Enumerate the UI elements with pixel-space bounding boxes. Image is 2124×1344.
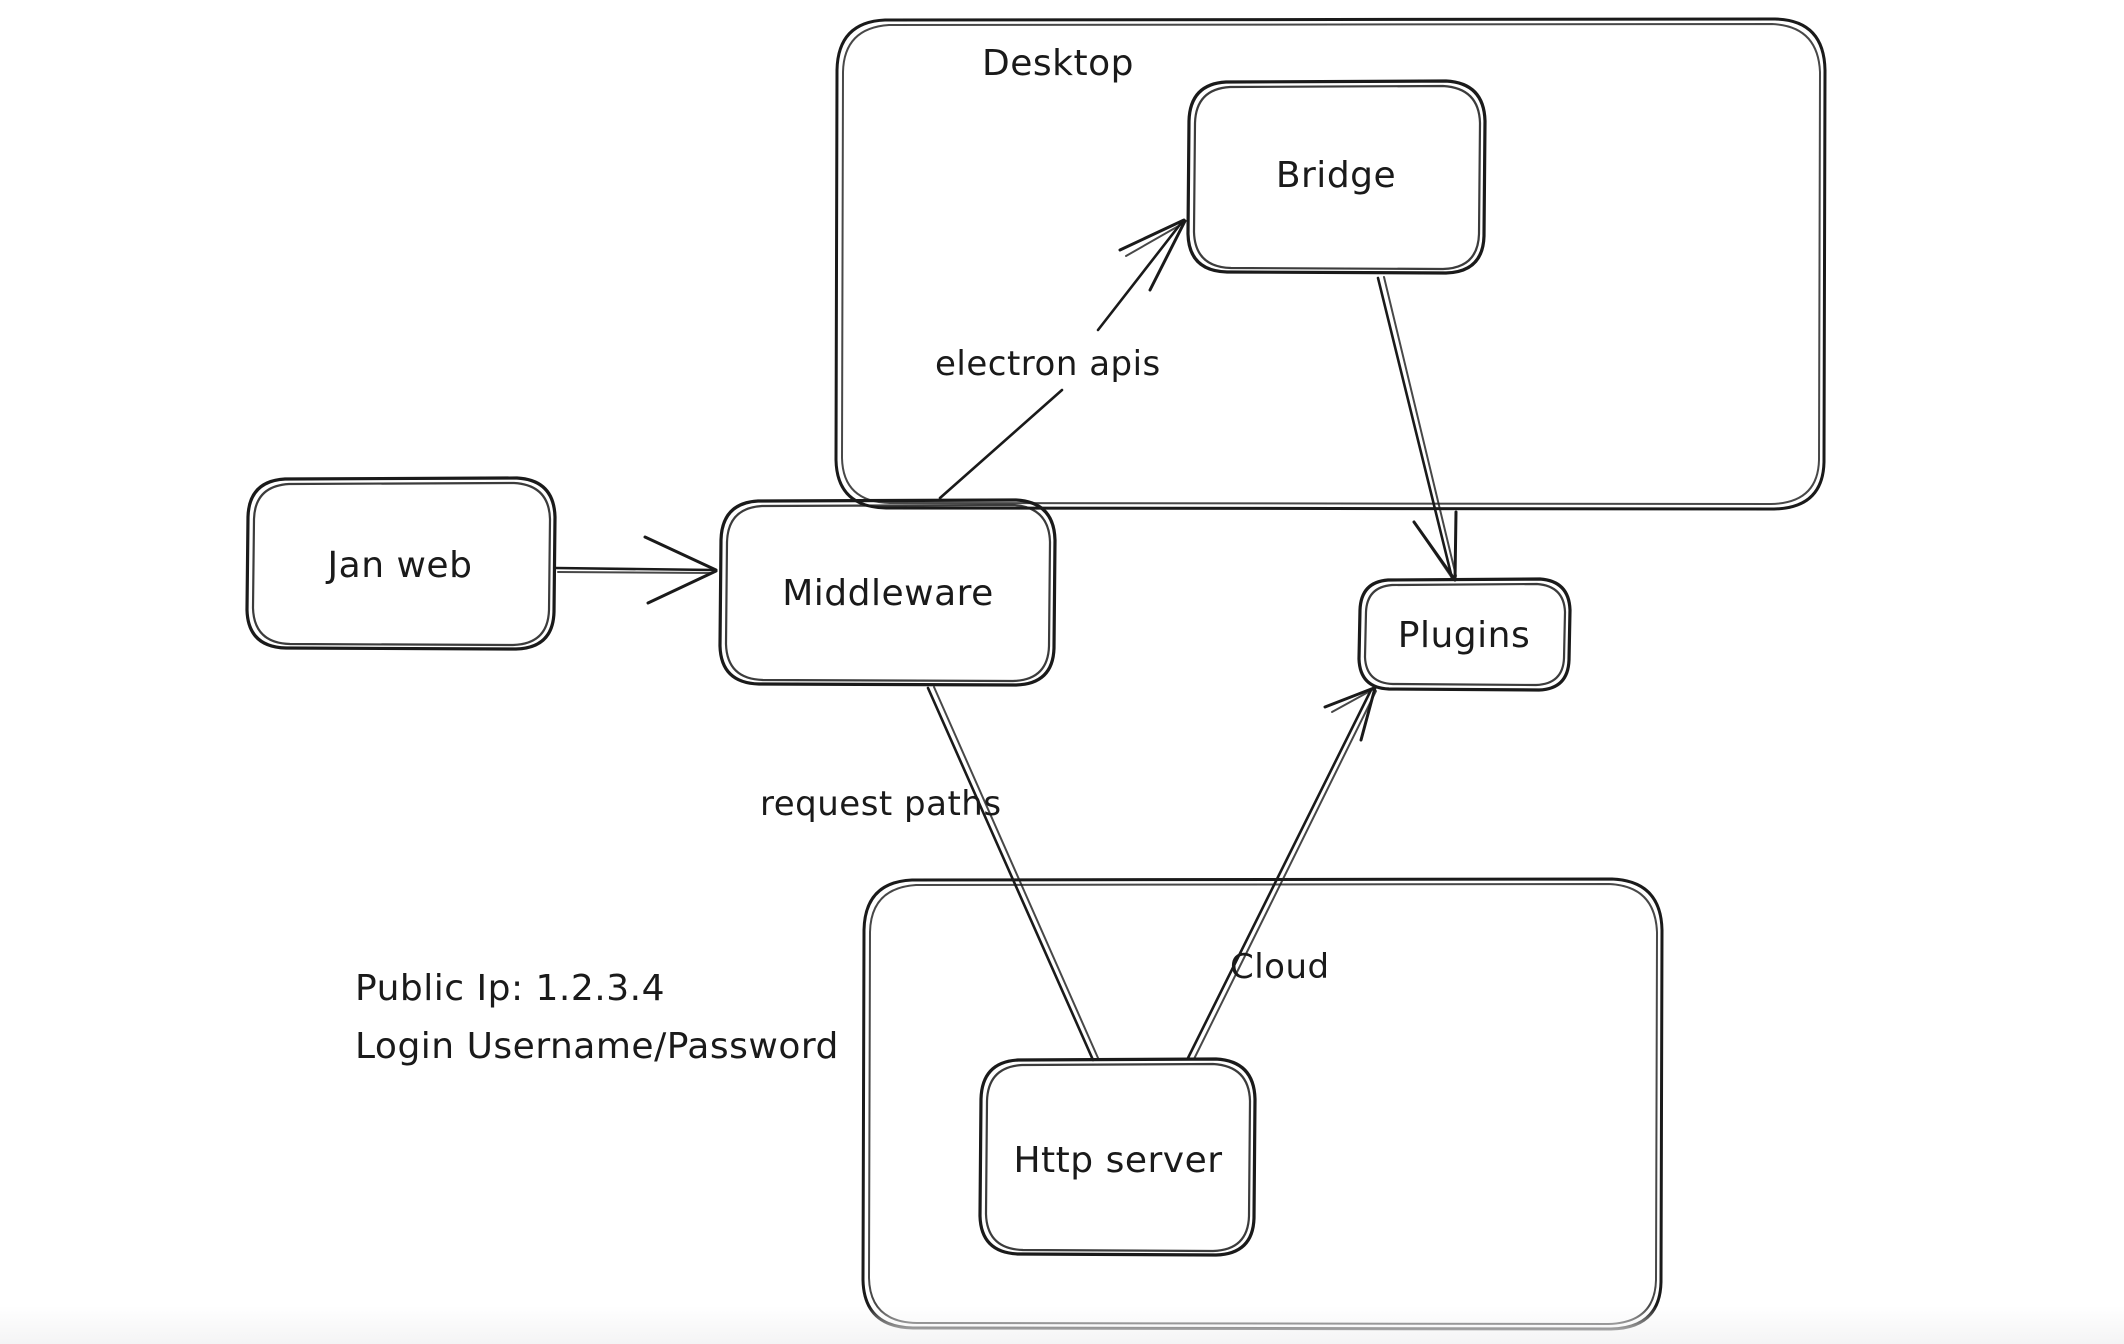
edge-middleware-to-http-server: request paths [760,686,1099,1062]
edge-middleware-to-bridge: electron apis [935,218,1187,500]
node-label-jan-web: Jan web [326,545,473,586]
edge-line-upper [1096,220,1184,332]
node-border [718,498,1057,687]
note-public-ip: Public Ip: 1.2.3.4 [355,968,665,1009]
node-plugins[interactable]: Plugins [1357,577,1572,692]
arrowhead-left [1323,686,1376,709]
node-jan-web[interactable]: Jan web [245,476,557,651]
arrowhead-upper [1118,218,1186,252]
edge-line-sketch [557,571,713,574]
node-label-http-server: Http server [1013,1140,1222,1181]
edge-line [554,566,716,572]
group-desktop[interactable]: Desktop [834,17,1827,511]
edge-http-server-to-plugins: Cloud [1186,686,1377,1060]
arrowhead-lower [646,569,718,605]
arrowhead-right [1359,686,1377,742]
group-label-desktop: Desktop [982,43,1134,84]
node-border-sketch [251,481,552,647]
edge-line [926,686,1095,1062]
node-http-server[interactable]: Http server [978,1057,1257,1257]
desktop-group-border [834,17,1827,511]
edge-label-cloud: Cloud [1230,947,1330,987]
edge-line-sketch [1193,690,1377,1060]
edge-line-sketch [1383,276,1457,577]
arrowhead-left-sketch [1417,527,1453,579]
node-middleware[interactable]: Middleware [718,498,1057,687]
node-border-sketch [1363,582,1567,687]
node-border [245,476,557,651]
edge-jan-web-to-middleware [554,535,718,605]
node-border-sketch [1192,84,1482,271]
edge-line-lower [938,388,1064,500]
edge-line [1186,688,1373,1060]
node-label-plugins: Plugins [1398,615,1530,656]
node-border [1186,79,1487,275]
node-bridge[interactable]: Bridge [1186,79,1487,275]
arrowhead-right [1453,510,1458,582]
edge-bridge-to-plugins [1376,276,1458,582]
arrowhead-upper-sketch [651,539,715,570]
arrowhead-lower [1148,219,1187,292]
arrowhead-left-sketch [1331,689,1373,713]
edge-label-request-paths: request paths [760,784,1002,824]
node-border-sketch [724,503,1052,683]
desktop-group-border-sketch [841,23,1821,505]
edge-line-sketch [933,686,1099,1059]
edge-line [1376,276,1454,580]
node-label-bridge: Bridge [1276,155,1396,196]
node-border-sketch [984,1062,1252,1253]
notes-block: Public Ip: 1.2.3.4 Login Username/Passwo… [355,968,839,1067]
note-login-credentials: Login Username/Password [355,1026,839,1067]
node-border [978,1057,1257,1257]
node-label-middleware: Middleware [782,573,994,614]
arrowhead-sketch [1125,223,1183,257]
node-border [1357,577,1572,692]
edge-label-electron-apis: electron apis [935,344,1161,384]
